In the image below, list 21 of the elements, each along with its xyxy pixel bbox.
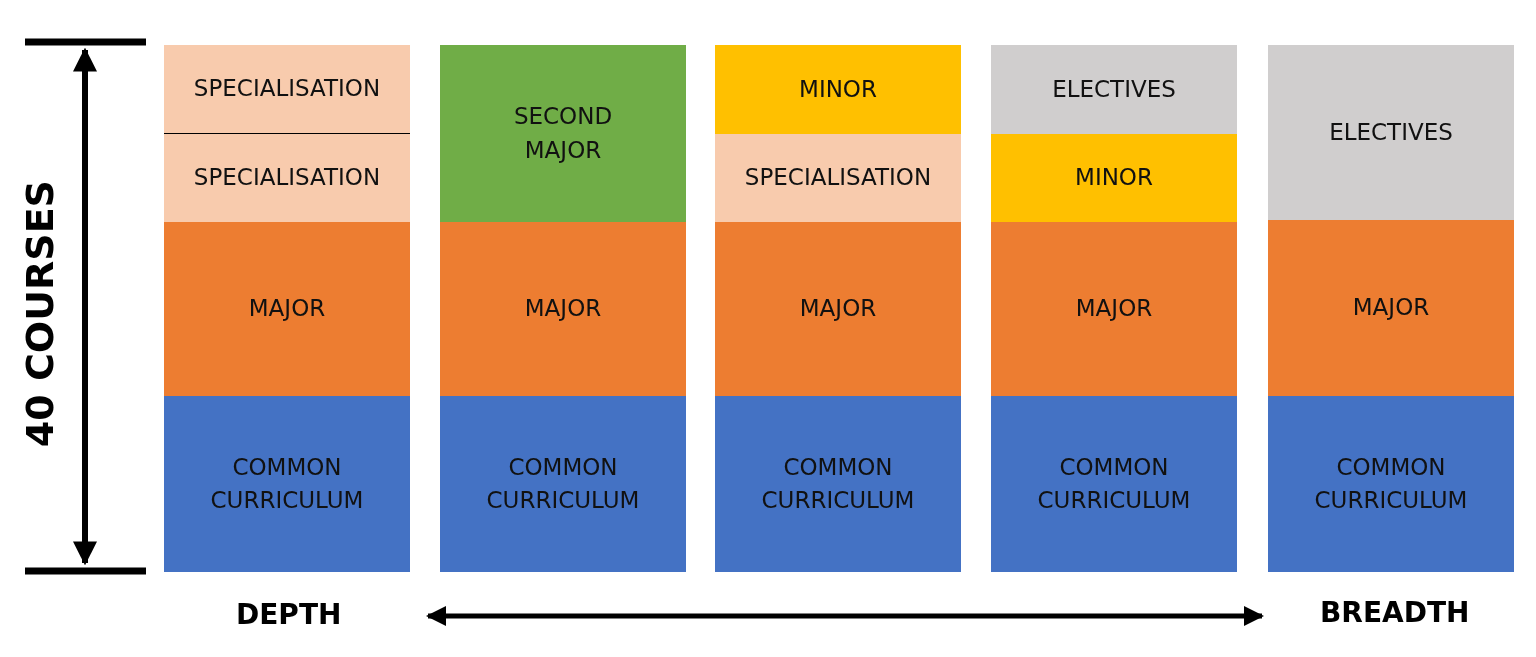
course-block: COMMON CURRICULUM bbox=[991, 396, 1237, 572]
course-block: SECOND MAJOR bbox=[440, 45, 686, 222]
course-block: SPECIALISATION bbox=[164, 133, 410, 222]
course-block: MAJOR bbox=[440, 222, 686, 396]
course-block: MAJOR bbox=[715, 222, 961, 396]
course-block: MINOR bbox=[991, 134, 1237, 222]
course-block: COMMON CURRICULUM bbox=[715, 396, 961, 572]
course-block: ELECTIVES bbox=[1268, 45, 1514, 220]
course-block: MAJOR bbox=[1268, 220, 1514, 396]
course-block: SPECIALISATION bbox=[715, 134, 961, 222]
dimension-label: 40 COURSES bbox=[18, 180, 62, 448]
course-block: ELECTIVES bbox=[991, 45, 1237, 134]
course-block: SPECIALISATION bbox=[164, 45, 410, 133]
course-block: COMMON CURRICULUM bbox=[440, 396, 686, 572]
course-block: MAJOR bbox=[991, 222, 1237, 396]
axis-label: DEPTH bbox=[236, 598, 342, 631]
axis-label: BREADTH bbox=[1320, 596, 1470, 629]
course-block: MAJOR bbox=[164, 222, 410, 396]
course-block: COMMON CURRICULUM bbox=[164, 396, 410, 572]
course-block: COMMON CURRICULUM bbox=[1268, 396, 1514, 572]
course-block: MINOR bbox=[715, 45, 961, 134]
